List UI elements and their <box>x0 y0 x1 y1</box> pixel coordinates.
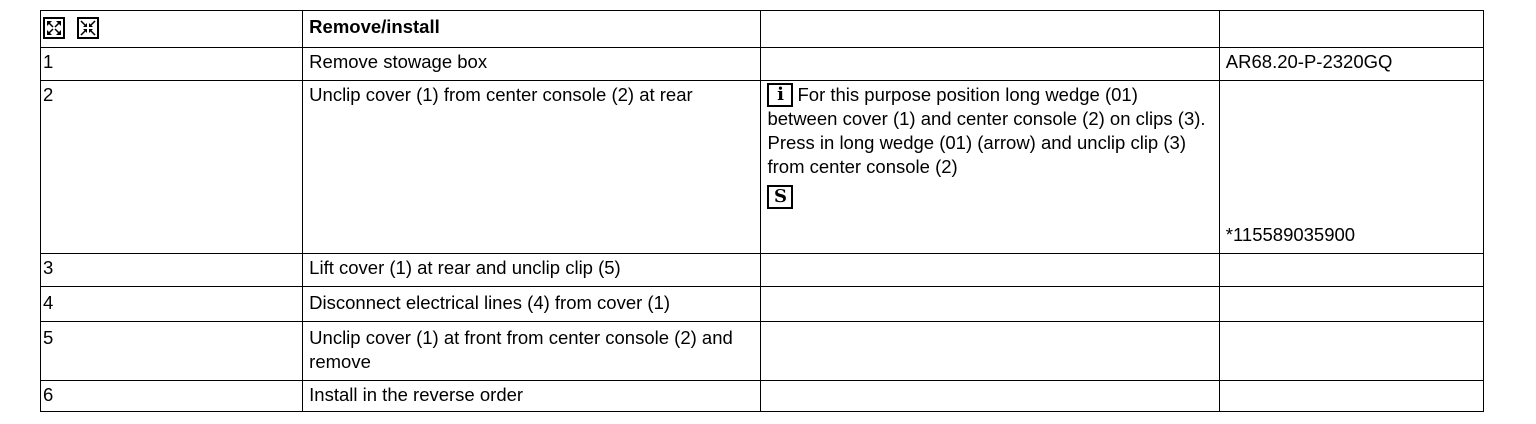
step-reference <box>1218 286 1485 322</box>
step-action: Remove stowage box <box>302 47 762 81</box>
step-note <box>760 286 1220 322</box>
procedure-table: Remove/install 1 Remove stowage box AR68… <box>39 10 1485 412</box>
tool-part-number[interactable]: *115589035900 <box>1225 224 1356 245</box>
step-reference <box>1218 321 1485 381</box>
step-note <box>760 321 1220 381</box>
table-header-row: Remove/install <box>39 10 1485 48</box>
step-number: 6 <box>39 380 304 412</box>
step-action: Unclip cover (1) at front from center co… <box>302 321 762 381</box>
step-note-text: For this purpose position long wedge (01… <box>767 84 1206 177</box>
table-row: 1 Remove stowage box AR68.20-P-2320GQ <box>39 47 1485 81</box>
step-action: Unclip cover (1) from center console (2)… <box>302 80 762 254</box>
step-action: Lift cover (1) at rear and unclip clip (… <box>302 253 762 287</box>
section-title: Remove/install <box>302 10 762 48</box>
expand-icon[interactable] <box>43 17 65 39</box>
table-row: 3 Lift cover (1) at rear and unclip clip… <box>39 253 1485 287</box>
step-reference <box>1218 253 1485 287</box>
info-icon: i <box>767 83 794 107</box>
step-action: Install in the reverse order <box>302 380 762 412</box>
step-number: 5 <box>39 321 304 381</box>
step-number: 1 <box>39 47 304 81</box>
header-empty-cell <box>760 10 1220 48</box>
step-action: Disconnect electrical lines (4) from cov… <box>302 286 762 322</box>
table-row: 5 Unclip cover (1) at front from center … <box>39 321 1485 381</box>
step-number: 3 <box>39 253 304 287</box>
collapse-icon[interactable] <box>77 17 99 39</box>
header-empty-cell <box>1218 10 1485 48</box>
step-number: 4 <box>39 286 304 322</box>
step-note <box>760 253 1220 287</box>
table-row: 4 Disconnect electrical lines (4) from c… <box>39 286 1485 322</box>
step-reference <box>1218 380 1485 412</box>
table-row: 6 Install in the reverse order <box>39 380 1485 412</box>
table-row: 2 Unclip cover (1) from center console (… <box>39 80 1485 254</box>
step-note <box>760 47 1220 81</box>
step-reference-link[interactable]: AR68.20-P-2320GQ <box>1218 47 1485 81</box>
step-note <box>760 380 1220 412</box>
header-icons-cell <box>39 10 304 48</box>
step-reference-cell: *115589035900 <box>1218 80 1485 254</box>
step-number: 2 <box>39 80 304 254</box>
special-tool-icon[interactable]: S <box>767 185 794 209</box>
